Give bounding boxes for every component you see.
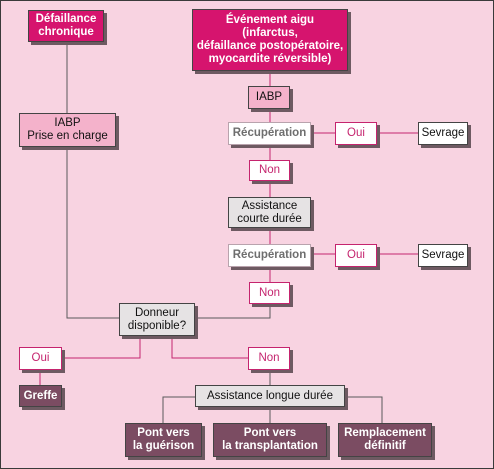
node-pont-vers-transplantation: Pont vers la transplantation xyxy=(213,423,327,457)
line-longue-guerison xyxy=(162,396,195,423)
line-non2-donneur xyxy=(195,304,271,319)
node-donneur-disponible: Donneur disponible? xyxy=(119,303,195,336)
node-sevrage-2: Sevrage xyxy=(418,244,468,267)
node-iabp: IABP xyxy=(248,86,290,109)
node-pont-vers-guerison: Pont vers la guérison xyxy=(125,423,202,457)
node-greffe: Greffe xyxy=(19,385,62,407)
node-recuperation-1: Récupération xyxy=(228,122,311,145)
line-iabp-donneur xyxy=(66,147,119,319)
node-non-2: Non xyxy=(249,282,290,304)
node-sevrage-1: Sevrage xyxy=(418,122,468,145)
node-oui-2: Oui xyxy=(335,244,377,267)
node-recuperation-2: Récupération xyxy=(228,244,311,267)
node-oui-1: Oui xyxy=(335,122,377,145)
node-defaillance-chronique: Défaillance chronique xyxy=(28,10,104,42)
line-donneur-oui3 xyxy=(62,336,141,359)
node-non-3: Non xyxy=(248,347,290,370)
node-oui-3: Oui xyxy=(19,347,62,370)
line-donneur-non3 xyxy=(171,336,248,359)
node-iabp-prise-en-charge: IABP Prise en charge xyxy=(19,113,116,147)
line-longue-remplacement xyxy=(345,396,383,423)
node-remplacement-definitif: Remplacement définitif xyxy=(338,423,432,457)
node-non-1: Non xyxy=(249,160,290,181)
node-evenement-aigu: Événement aigu (infarctus, défaillance p… xyxy=(192,9,348,71)
node-assistance-longue-duree: Assistance longue durée xyxy=(195,385,345,407)
node-assistance-courte-duree: Assistance courte durée xyxy=(228,197,311,228)
